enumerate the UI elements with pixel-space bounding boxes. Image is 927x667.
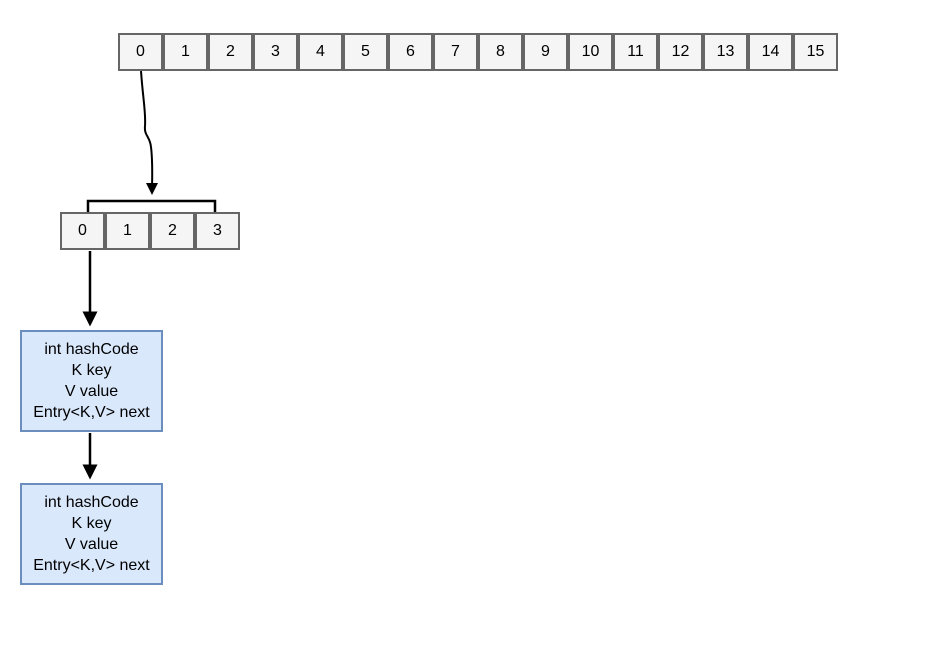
hash-table-cell: 7	[433, 33, 478, 71]
hash-table-cell: 14	[748, 33, 793, 71]
entry-node-2: int hashCode K key V value Entry<K,V> ne…	[20, 483, 163, 585]
hash-table-cell: 12	[658, 33, 703, 71]
entry-field: int hashCode	[44, 494, 139, 511]
bucket-cell: 1	[105, 212, 150, 250]
hash-table-cell: 6	[388, 33, 433, 71]
entry-field: K key	[71, 515, 112, 532]
bucket-cell: 0	[60, 212, 105, 250]
entry-field: Entry<K,V> next	[33, 557, 150, 574]
hash-table-cell: 4	[298, 33, 343, 71]
hash-table-cell: 9	[523, 33, 568, 71]
entry-field: Entry<K,V> next	[33, 404, 150, 421]
hash-table-cell: 15	[793, 33, 838, 71]
hash-table-cell: 1	[163, 33, 208, 71]
entry-field: int hashCode	[44, 341, 139, 358]
hash-table-cell: 8	[478, 33, 523, 71]
hash-table-cell: 13	[703, 33, 748, 71]
entry-node-1: int hashCode K key V value Entry<K,V> ne…	[20, 330, 163, 432]
bucket-cell: 3	[195, 212, 240, 250]
hash-table-cell: 11	[613, 33, 658, 71]
hash-table-array: 0 1 2 3 4 5 6 7 8 9 10 11 12 13 14 15	[118, 33, 838, 71]
hash-table-cell: 2	[208, 33, 253, 71]
hash-table-cell: 0	[118, 33, 163, 71]
bucket-array: 0 1 2 3	[60, 212, 240, 250]
bucket-cell: 2	[150, 212, 195, 250]
bucket-span-bracket	[86, 199, 217, 212]
hash-table-cell: 10	[568, 33, 613, 71]
arrow-table-to-bucket	[140, 70, 159, 195]
hash-table-cell: 5	[343, 33, 388, 71]
hash-table-cell: 3	[253, 33, 298, 71]
entry-field: V value	[64, 383, 119, 400]
entry-field: V value	[64, 536, 119, 553]
entry-field: K key	[71, 362, 112, 379]
